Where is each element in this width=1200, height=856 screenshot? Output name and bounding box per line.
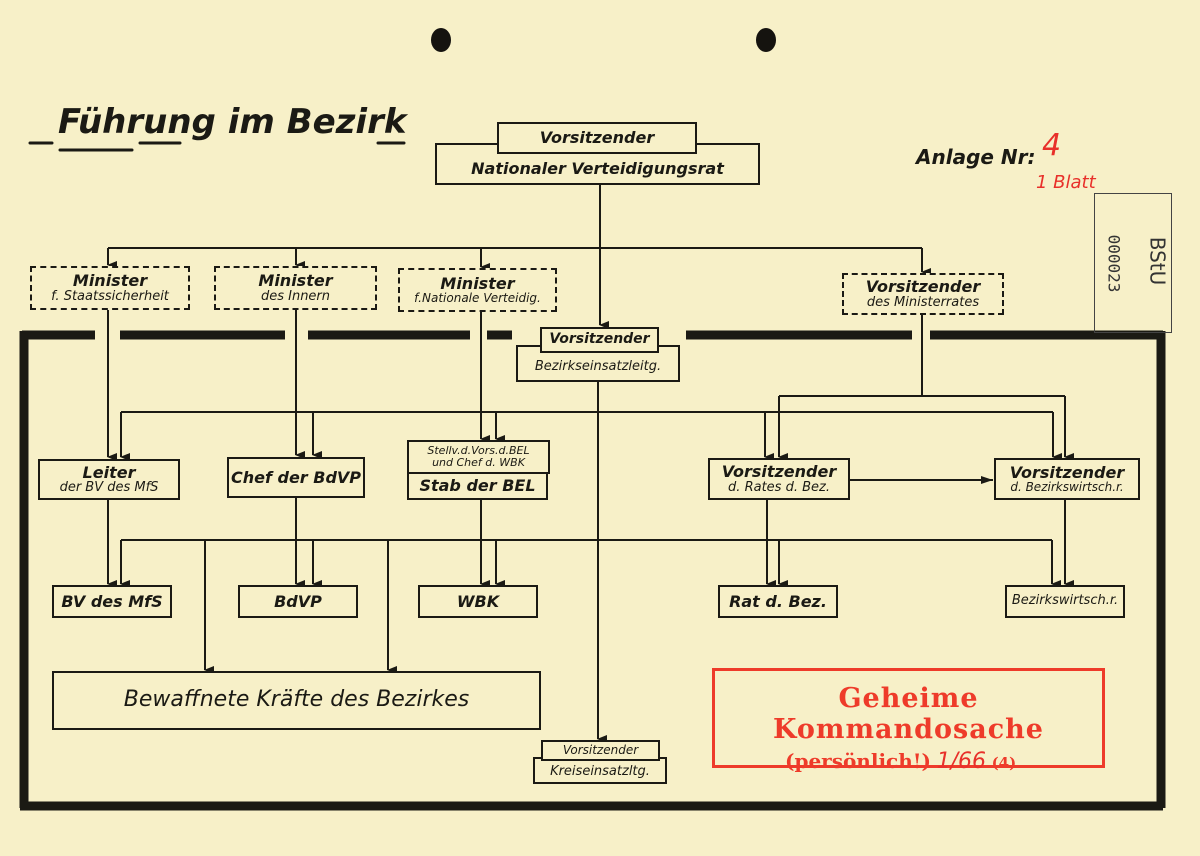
box-line2: des Innern — [260, 288, 331, 304]
chief-bdvp-box: Chef der BdVP — [227, 457, 365, 498]
box-line2: der BV des MfS — [59, 480, 159, 496]
punch-hole-left — [431, 28, 451, 52]
box-line2: Bezirkseinsatzleitg. — [534, 359, 662, 375]
stamp-copy: (4) — [991, 754, 1017, 772]
district-economic-council-box: Bezirkswirtsch.r. — [1005, 585, 1125, 618]
bdvp-box: BdVP — [238, 585, 358, 618]
stamp-number: 1/66 — [936, 749, 986, 774]
box-line1: Minister — [440, 273, 515, 293]
stamp-line1: Geheime Kommandosache — [773, 683, 1044, 745]
armed-forces-box: Bewaffnete Kräfte des Bezirkes — [52, 671, 541, 730]
district-council-box: Rat d. Bez. — [718, 585, 838, 618]
box-line2: Kreiseinsatzltg. — [550, 764, 650, 780]
box-line2: f.Nationale Verteidig. — [414, 291, 541, 306]
box-line1: Minister — [72, 271, 148, 291]
box-line1: Stellv.d.Vors.d.BEL — [427, 443, 530, 457]
annex-label: Anlage Nr: — [916, 145, 1036, 169]
box-line2: f. Staatssicherheit — [51, 288, 169, 304]
page-title: Führung im Bezirk — [58, 102, 407, 142]
box-line1: Vorsitzender — [562, 742, 639, 757]
secret-stamp: Geheime Kommandosache (persönlich!) 1/66… — [712, 668, 1105, 774]
box-line1: Vorsitzender — [549, 331, 650, 348]
archive-stamp: BStU 000023 — [1094, 193, 1172, 333]
top-line2: Nationaler Verteidigungsrat — [471, 159, 724, 179]
chairman-label-box: Vorsitzender — [497, 122, 697, 154]
box-line1: Vorsitzender — [1009, 462, 1125, 482]
district-command-box: Kreiseinsatzltg. — [533, 757, 667, 784]
bv-mfs-box: BV des MfS — [52, 585, 172, 618]
annex-sheets: 1 Blatt — [1036, 172, 1096, 193]
box-line1: Minister — [258, 271, 333, 291]
title-underline — [28, 141, 406, 152]
wbk-box: WBK — [418, 585, 538, 618]
annex-number: 4 — [1042, 128, 1062, 163]
bel-chairman-label-box: Vorsitzender — [540, 327, 659, 353]
box-line3: Stab der BEL — [419, 475, 536, 495]
archive-label: BStU — [1145, 236, 1170, 286]
box-line2: des Ministerrates — [866, 294, 980, 310]
box-line2: und Chef d. WBK — [432, 456, 525, 469]
punch-hole-right — [756, 28, 776, 52]
kel-chairman-label-box: Vorsitzender — [541, 740, 660, 761]
box-line1: Leiter — [82, 462, 136, 482]
box-line1: Vorsitzender — [721, 462, 837, 482]
box-line1: Vorsitzender — [865, 277, 981, 297]
box-line2: d. Bezirkswirtsch.r. — [1010, 480, 1124, 495]
stamp-line2: (persönlich!) — [785, 749, 932, 773]
top-line1: Vorsitzender — [539, 128, 655, 148]
district-frame — [19, 330, 1166, 811]
box-line1: Chef der BdVP — [230, 467, 362, 487]
archive-number: 000023 — [1104, 234, 1124, 293]
box-line2: d. Rates d. Bez. — [728, 479, 830, 495]
